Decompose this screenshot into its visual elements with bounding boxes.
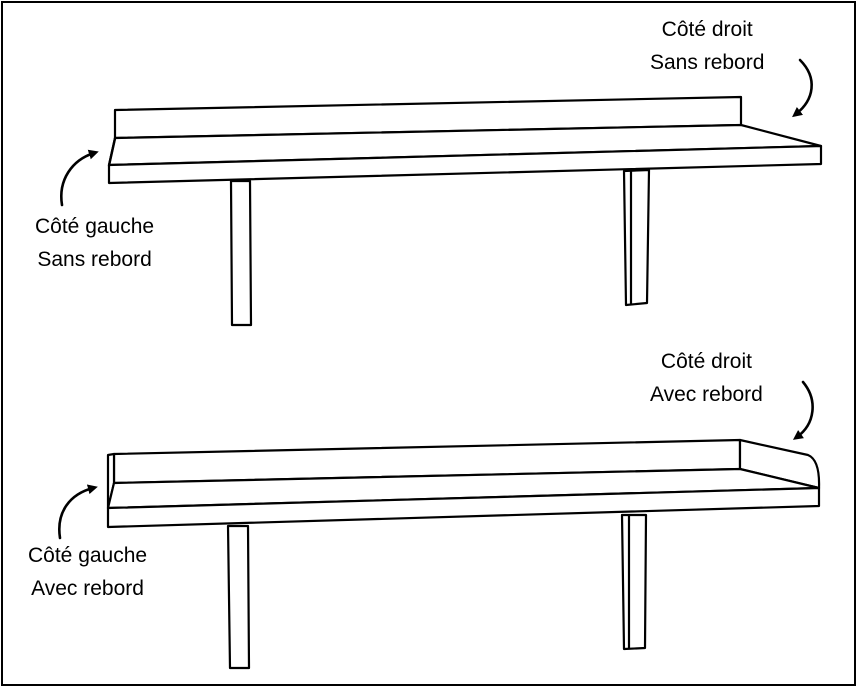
shelf-front-edge (106, 486, 821, 529)
label-right-bottom: Côté droit Avec rebord (650, 345, 763, 411)
arrow-right-bottom (792, 380, 814, 440)
bracket-left (229, 179, 253, 327)
label-line: Côté gauche (28, 544, 148, 567)
bracket-left (226, 524, 251, 670)
left-corner-cut (107, 136, 117, 168)
bracket-right (620, 513, 648, 651)
shelf-bottom-with-edges (106, 438, 821, 670)
arrow-right-top (792, 58, 813, 118)
label-line: Côté droit (660, 350, 752, 373)
label-left-top: Côté gauche Sans rebord (35, 210, 154, 276)
label-line: Côté gauche (35, 215, 155, 238)
shelf-top-without-edges (107, 95, 823, 327)
label-line: Sans rebord (37, 248, 152, 271)
label-left-bottom: Côté gauche Avec rebord (28, 539, 147, 605)
label-line: Côté droit (661, 18, 753, 41)
shelf-front-edge (107, 144, 823, 185)
label-line: Avec rebord (31, 577, 144, 600)
arrow-left-bottom (58, 484, 98, 540)
arrow-left-top (60, 149, 99, 207)
label-right-top: Côté droit Sans rebord (650, 13, 764, 79)
label-line: Avec rebord (650, 383, 763, 406)
label-line: Sans rebord (650, 51, 765, 74)
bracket-right (622, 168, 651, 307)
